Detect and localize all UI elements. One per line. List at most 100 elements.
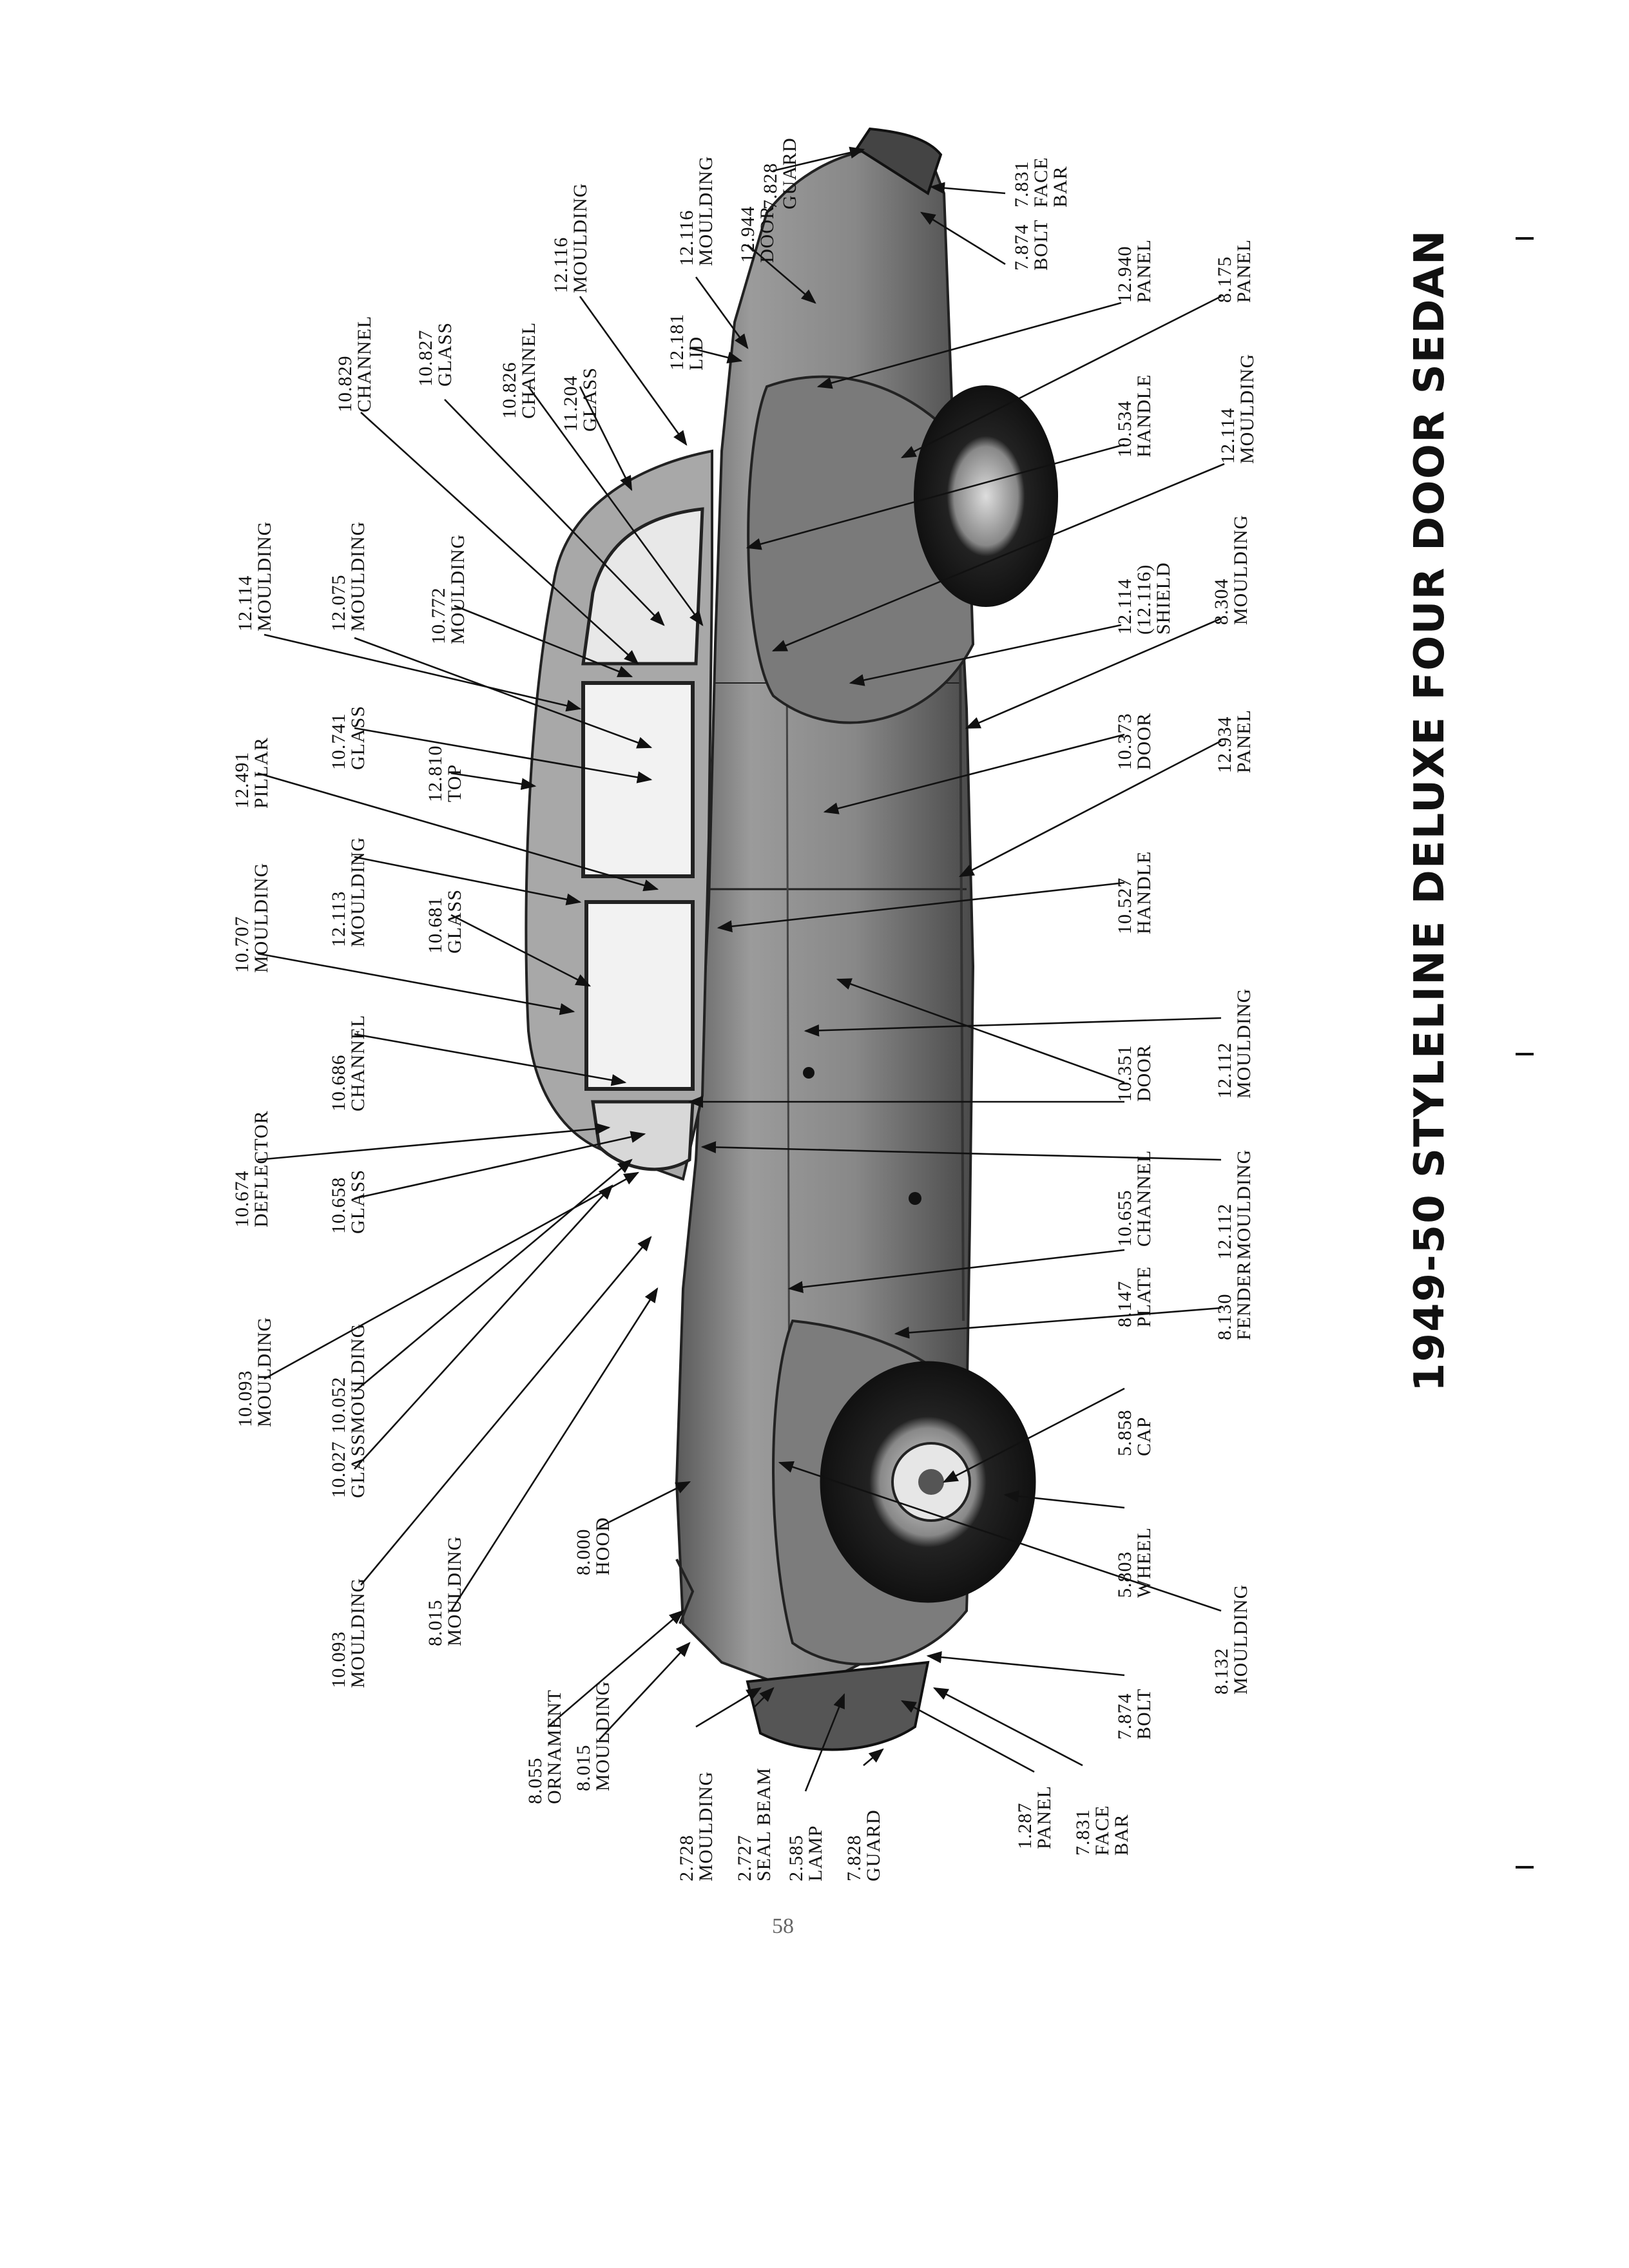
car-rear-bumper xyxy=(855,127,943,196)
leader-line xyxy=(894,1307,1222,1339)
car-windshield xyxy=(591,1100,695,1171)
leader-line xyxy=(695,1687,762,1728)
callout-part-number: 12.181 xyxy=(666,314,688,371)
callout-part-number: 12.940 xyxy=(1114,246,1135,303)
callout-part-name: FACE xyxy=(1030,157,1052,207)
callout-part-number: 12.112 xyxy=(1214,1043,1235,1099)
leader-line xyxy=(804,1693,845,1792)
callout-part-number: 12.112 xyxy=(1214,1204,1235,1260)
callout-part-name: MOULDING xyxy=(447,534,468,644)
leader-line xyxy=(264,1171,640,1380)
callout-part-name: PANEL xyxy=(1034,1785,1055,1849)
callout-part-number: 10.829 xyxy=(334,356,356,413)
leader-line xyxy=(717,881,1125,932)
callout-part-name: SHIELD xyxy=(1153,562,1174,635)
callout-part-number: 8.055 xyxy=(525,1758,546,1805)
callout-part-number: 1.287 xyxy=(1014,1803,1036,1850)
callout-part-number: 10.093 xyxy=(328,1631,349,1689)
callout-part-number: 10.027 xyxy=(328,1441,349,1499)
callout-part-number: 2.727 xyxy=(734,1835,755,1882)
leader-line xyxy=(771,463,1225,652)
callout-label: 12.114(12.116)SHIELD xyxy=(1114,562,1174,635)
car-rear-window xyxy=(581,507,704,666)
callout-part-number: 10.741 xyxy=(328,713,349,771)
leader-line xyxy=(958,740,1222,878)
callout-part-number: 2.728 xyxy=(676,1835,697,1882)
callout-part-name: PANEL xyxy=(1233,709,1255,773)
leader-line xyxy=(257,1122,611,1161)
callout-part-number: 8.147 xyxy=(1114,1281,1135,1328)
leader-line xyxy=(823,733,1125,814)
callout-part-number: 10.351 xyxy=(1114,1045,1135,1102)
callout-part-name: CHANNEL xyxy=(1133,1150,1155,1247)
binding-marks xyxy=(1516,237,1534,1869)
callout-part-name: LID xyxy=(686,336,707,370)
car-rear-wheel xyxy=(914,385,1058,607)
leader-line xyxy=(778,1461,1222,1612)
callout-part-number: 7.828 xyxy=(843,1835,865,1882)
leader-line xyxy=(354,727,653,783)
callout-part-number: 10.527 xyxy=(1114,878,1135,935)
callout-part-name: ORNAMENT xyxy=(544,1689,565,1804)
leader-line xyxy=(932,1687,1083,1767)
leader-line xyxy=(444,399,665,626)
callout-part-number: 8.175 xyxy=(1214,256,1235,303)
callout-part-name: MOULDING xyxy=(347,1578,369,1688)
leader-line xyxy=(527,386,704,626)
callout-part-name: PLATE xyxy=(1133,1266,1155,1327)
leader-line xyxy=(965,617,1222,729)
callout-part-name: DEFLECTOR xyxy=(251,1110,272,1227)
callout-part-name: DOOR xyxy=(757,206,778,263)
leader-line xyxy=(695,276,749,349)
emblem-dot xyxy=(909,1192,921,1205)
callout-part-name: FENDER xyxy=(1233,1261,1255,1340)
callout-part-name: HOOD xyxy=(592,1517,613,1575)
callout-part-number: 12.114 xyxy=(1217,408,1239,464)
leader-line xyxy=(264,633,582,712)
callout-part-name: SEAL BEAM xyxy=(753,1767,775,1881)
leader-line xyxy=(360,412,639,665)
leader-line xyxy=(746,443,1125,550)
callout-part-number: 7.874 xyxy=(1011,224,1032,271)
callout-part-number: 12.934 xyxy=(1214,716,1235,774)
callout-part-name: GUARD xyxy=(863,1809,884,1881)
leader-line xyxy=(900,1700,1035,1773)
callout-part-number: 7.828 xyxy=(760,163,781,210)
callout-part-number: 12.113 xyxy=(328,891,349,947)
callout-part-number: 12.114 xyxy=(1114,579,1135,635)
callout-part-number: 10.827 xyxy=(415,330,436,387)
leader-line xyxy=(773,146,865,172)
callout-part-number: 12.114 xyxy=(235,575,256,631)
callout-part-number: 8.015 xyxy=(573,1745,594,1792)
callout-part-name: MOULDING xyxy=(1230,515,1251,625)
callout-part-name: BOLT xyxy=(1133,1688,1155,1740)
leader-line xyxy=(354,856,582,906)
leader-line xyxy=(1003,1490,1125,1509)
leader-line xyxy=(804,1017,1222,1037)
callout-part-name: MOULDING xyxy=(347,521,369,631)
callout-part-name: HANDLE xyxy=(1133,374,1155,457)
car-rear-door-window xyxy=(581,681,695,878)
